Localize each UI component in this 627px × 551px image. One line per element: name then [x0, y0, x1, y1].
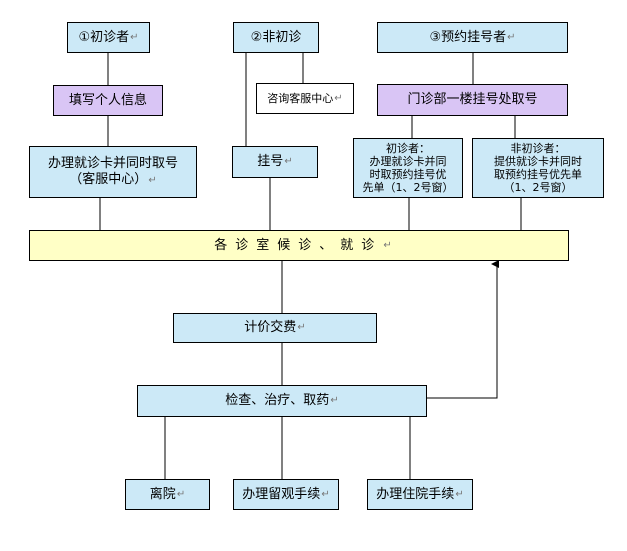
node-hospitalization: 办理住院手续↵: [367, 479, 473, 510]
node-appt-nonfirst-line4: （1、2号窗）: [503, 181, 573, 194]
node-non-first-visit-label: ②非初诊: [250, 29, 302, 45]
node-appt-nonfirst-line2: 提供就诊卡并同时: [494, 155, 582, 168]
node-get-card-line2: （客服中心）: [69, 171, 148, 187]
node-discharge-label: 离院: [149, 486, 176, 502]
node-discharge: 离院↵: [125, 479, 210, 510]
node-appt-nonfirst-line3: 取预约挂号优先单: [494, 168, 582, 181]
return-mark: ↵: [321, 488, 330, 500]
node-observation: 办理留观手续↵: [233, 479, 339, 510]
node-appt-first-line4: 先单（1、2号窗）: [362, 181, 454, 194]
node-exam: 检查、治疗、取药↵: [137, 385, 427, 417]
node-appointment-label: ③预约挂号者: [429, 29, 507, 45]
return-mark: ↵: [148, 174, 157, 186]
return-mark: ↵: [297, 322, 306, 333]
node-appointment: ③预约挂号者↵: [377, 22, 568, 53]
return-mark: ↵: [507, 31, 516, 43]
node-register-label: 挂号: [257, 154, 284, 169]
node-fill-info: 填写个人信息: [53, 85, 163, 116]
node-hospitalization-label: 办理住院手续: [376, 486, 455, 502]
node-wait-visit-label: 各诊室候诊、就诊: [214, 237, 383, 253]
node-appt-first: 初诊者： 办理就诊卡并同 时取预约挂号优 先单（1、2号窗）: [353, 138, 463, 198]
node-get-card-line1: 办理就诊卡并同时取号: [47, 155, 178, 171]
node-wait-visit: 各诊室候诊、就诊↵: [29, 230, 569, 261]
node-exam-label: 检查、治疗、取药: [225, 393, 330, 408]
node-appt-nonfirst-line1: 非初诊者：: [510, 142, 566, 155]
node-floor-one-registration-label: 门诊部一楼挂号处取号: [407, 92, 538, 107]
node-appt-first-line2: 办理就诊卡并同: [369, 155, 447, 168]
return-mark: ↵: [130, 31, 139, 43]
node-appt-first-line3: 时取预约挂号优: [369, 168, 447, 181]
return-mark: ↵: [176, 488, 186, 500]
node-pay: 计价交费↵: [173, 313, 377, 343]
return-mark: ↵: [330, 395, 339, 406]
node-consult-service-label: 咨询客服中心: [267, 92, 334, 105]
edge-exam-return-to-wait: [427, 260, 499, 399]
return-mark: ↵: [455, 488, 464, 500]
node-first-visit-label: ①初诊者: [78, 29, 130, 45]
node-appt-nonfirst: 非初诊者： 提供就诊卡并同时 取预约挂号优先单 （1、2号窗）: [472, 138, 604, 198]
node-fill-info-label: 填写个人信息: [68, 92, 147, 108]
return-mark: ↵: [334, 93, 343, 104]
node-observation-label: 办理留观手续: [242, 486, 321, 502]
node-appt-first-line1: 初诊者：: [386, 142, 430, 155]
node-first-visit: ①初诊者↵: [67, 22, 150, 53]
node-pay-label: 计价交费: [244, 320, 297, 335]
return-mark: ↵: [383, 239, 392, 251]
node-consult-service: 咨询客服中心↵: [256, 83, 354, 114]
return-mark: ↵: [284, 156, 293, 167]
node-floor-one-registration: 门诊部一楼挂号处取号: [377, 84, 568, 116]
node-non-first-visit: ②非初诊: [233, 22, 319, 53]
node-register: 挂号↵: [232, 146, 318, 178]
node-get-card: 办理就诊卡并同时取号 （客服中心）↵: [29, 146, 197, 198]
